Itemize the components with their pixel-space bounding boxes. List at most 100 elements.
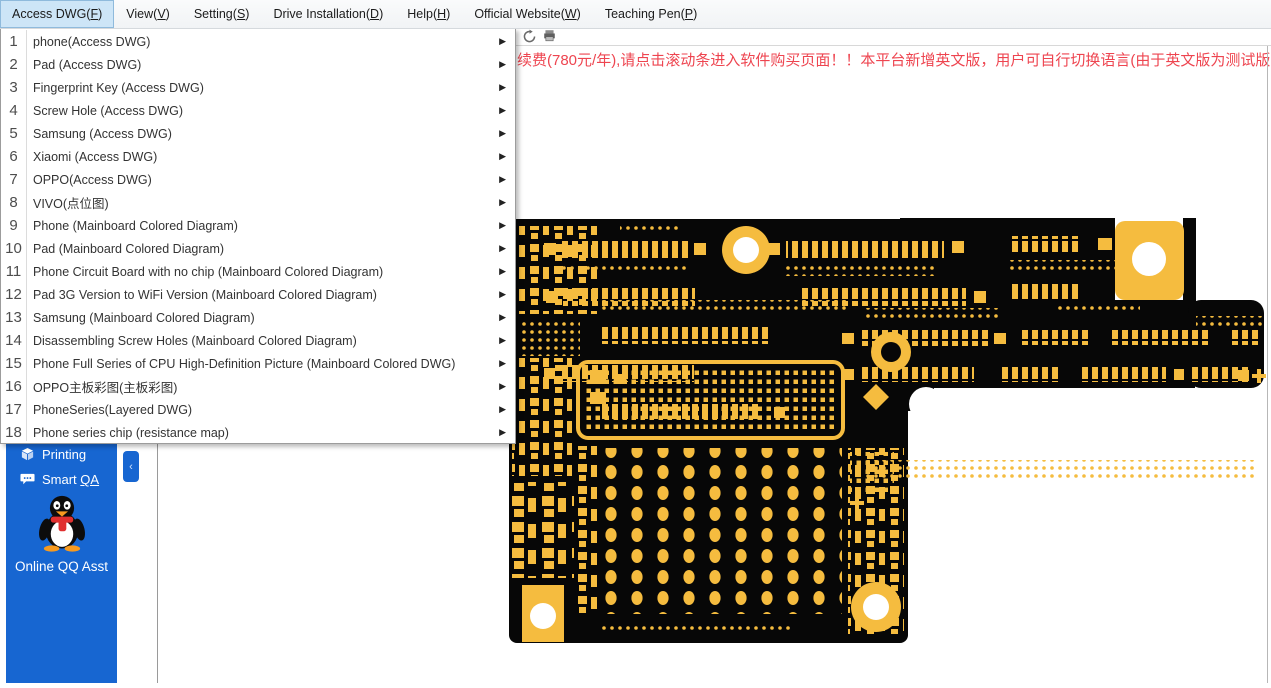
renewal-notice-text: 续费(780元/年),请点击滚动条进入软件购买页面！！本平台新增英文版，用户可自… xyxy=(517,52,1271,69)
menu-item-label: Pad 3G Version to WiFi Version (Mainboar… xyxy=(33,287,377,302)
submenu-arrow-icon: ▶ xyxy=(499,128,506,138)
menu-item-label: Phone Circuit Board with no chip (Mainbo… xyxy=(33,264,384,279)
menu-item-number: 17 xyxy=(5,401,22,418)
menu-item-label: Fingerprint Key (Access DWG) xyxy=(33,80,204,95)
submenu-arrow-icon: ▶ xyxy=(499,105,506,115)
sidebar-item-smart-qa[interactable]: Smart QA xyxy=(6,466,117,491)
menu-item-label: Phone Full Series of CPU High-Definition… xyxy=(33,356,456,371)
menu-item-number: 7 xyxy=(9,171,18,188)
submenu-arrow-icon: ▶ xyxy=(499,381,506,391)
menu-item-number: 11 xyxy=(5,263,22,280)
menubar-item[interactable]: Setting(S) xyxy=(193,7,250,21)
menu-item[interactable]: 3 Fingerprint Key (Access DWG) ▶ xyxy=(1,76,515,99)
menu-item[interactable]: 12 Pad 3G Version to WiFi Version (Mainb… xyxy=(1,283,515,306)
menu-item[interactable]: 18 Phone series chip (resistance map) ▶ xyxy=(1,421,515,444)
menu-item-number: 16 xyxy=(5,378,22,395)
menu-item[interactable]: 13 Samsung (Mainboard Colored Diagram) ▶ xyxy=(1,306,515,329)
menu-item-label: phone(Access DWG) xyxy=(33,34,151,49)
menu-item[interactable]: 10 Pad (Mainboard Colored Diagram) ▶ xyxy=(1,237,515,260)
menu-item[interactable]: 9 Phone (Mainboard Colored Diagram) ▶ xyxy=(1,214,515,237)
chat-icon xyxy=(20,473,35,485)
menu-item-number: 9 xyxy=(9,217,18,234)
menu-item-number: 1 xyxy=(9,33,18,50)
sidebar-item-label: Smart QA xyxy=(42,472,100,487)
menu-item[interactable]: 16 OPPO主板彩图(主板彩图) ▶ xyxy=(1,375,515,398)
sidebar-collapse-button[interactable]: ‹ xyxy=(123,451,139,482)
menu-item-number: 8 xyxy=(9,194,18,211)
menu-item-label: Samsung (Access DWG) xyxy=(33,126,172,141)
menu-item[interactable]: 14 Disassembling Screw Holes (Mainboard … xyxy=(1,329,515,352)
menu-bar: Access DWG(F) View(V) Setting(S) Drive Inst… xyxy=(0,0,1271,29)
menu-item[interactable]: 8 VIVO(点位图) ▶ xyxy=(1,191,515,214)
submenu-arrow-icon: ▶ xyxy=(499,358,506,368)
menu-item-label: Pad (Access DWG) xyxy=(33,57,142,72)
menu-item-label: Samsung (Mainboard Colored Diagram) xyxy=(33,310,255,325)
sidebar-item-label: Printing xyxy=(42,447,87,462)
print-icon[interactable] xyxy=(543,29,558,44)
menu-item[interactable]: 17 PhoneSeries(Layered DWG) ▶ xyxy=(1,398,515,421)
menu-item-label: Phone (Mainboard Colored Diagram) xyxy=(33,218,238,233)
menu-item-number: 15 xyxy=(5,355,22,372)
menubar-item[interactable]: View(V) xyxy=(126,7,170,21)
menu-item-label: Pad (Mainboard Colored Diagram) xyxy=(33,241,225,256)
submenu-arrow-icon: ▶ xyxy=(499,36,506,46)
menubar-item[interactable]: Official Website(W) xyxy=(474,7,581,21)
printing-icon xyxy=(21,447,34,461)
qq-assistant-label: Online QQ Asst xyxy=(14,559,109,574)
menu-item-number: 5 xyxy=(9,125,18,142)
menubar-item[interactable]: Drive Installation(D) xyxy=(273,7,384,21)
toolbar xyxy=(516,28,1271,46)
submenu-arrow-icon: ▶ xyxy=(499,335,506,345)
menu-item-label: PhoneSeries(Layered DWG) xyxy=(33,402,193,417)
menu-item-number: 14 xyxy=(5,332,22,349)
menu-item-label: VIVO(点位图) xyxy=(33,197,109,211)
submenu-arrow-icon: ▶ xyxy=(499,220,506,230)
submenu-arrow-icon: ▶ xyxy=(499,174,506,184)
menu-item[interactable]: 5 Samsung (Access DWG) ▶ xyxy=(1,122,515,145)
menu-item[interactable]: 4 Screw Hole (Access DWG) ▶ xyxy=(1,99,515,122)
menu-item-number: 10 xyxy=(5,240,22,257)
menu-item[interactable]: 11 Phone Circuit Board with no chip (Mai… xyxy=(1,260,515,283)
sidebar-item-printing[interactable]: Printing xyxy=(6,441,117,466)
menu-item-label: Disassembling Screw Holes (Mainboard Col… xyxy=(33,333,357,348)
submenu-arrow-icon: ▶ xyxy=(499,427,506,437)
submenu-arrow-icon: ▶ xyxy=(499,59,506,69)
menu-item-label: OPPO(Access DWG) xyxy=(33,172,152,187)
submenu-arrow-icon: ▶ xyxy=(499,151,506,161)
menu-gutter-line xyxy=(26,30,27,441)
submenu-arrow-icon: ▶ xyxy=(499,404,506,414)
menu-item-number: 12 xyxy=(5,286,22,303)
qq-penguin-logo xyxy=(38,495,85,552)
menu-item-label: Phone series chip (resistance map) xyxy=(33,425,229,440)
sidebar-panel: Printing Smart QA Online QQ Asst xyxy=(6,441,117,683)
content-divider xyxy=(157,444,158,683)
menu-item-number: 13 xyxy=(5,309,22,326)
submenu-arrow-icon: ▶ xyxy=(499,266,506,276)
menu-item-number: 3 xyxy=(9,79,18,96)
access-dwg-menu: 1 phone(Access DWG) ▶ 2 Pad (Access DWG)… xyxy=(0,28,516,444)
menu-item-label: Screw Hole (Access DWG) xyxy=(33,103,184,118)
refresh-icon[interactable] xyxy=(522,29,537,44)
right-edge-divider xyxy=(1267,46,1268,683)
menu-item-number: 2 xyxy=(9,56,18,73)
menu-item[interactable]: 2 Pad (Access DWG) ▶ xyxy=(1,53,515,76)
menu-item-number: 4 xyxy=(9,102,18,119)
menu-item-label: Xiaomi (Access DWG) xyxy=(33,149,158,164)
submenu-arrow-icon: ▶ xyxy=(499,289,506,299)
menu-item[interactable]: 6 Xiaomi (Access DWG) ▶ xyxy=(1,145,515,168)
menubar-item[interactable]: Teaching Pen(P) xyxy=(604,7,698,21)
menubar-item[interactable]: Access DWG(F) xyxy=(0,0,115,28)
submenu-arrow-icon: ▶ xyxy=(499,312,506,322)
submenu-arrow-icon: ▶ xyxy=(499,197,506,207)
chevron-left-icon: ‹ xyxy=(129,460,133,473)
menu-item[interactable]: 15 Phone Full Series of CPU High-Definit… xyxy=(1,352,515,375)
menubar-item[interactable]: Help(H) xyxy=(407,7,451,21)
menu-item[interactable]: 7 OPPO(Access DWG) ▶ xyxy=(1,168,515,191)
menu-item-label: OPPO主板彩图(主板彩图) xyxy=(33,381,178,395)
menu-item-number: 6 xyxy=(9,148,18,165)
qq-assistant[interactable]: Online QQ Asst xyxy=(6,495,117,574)
menu-item-number: 18 xyxy=(5,424,22,441)
menu-item[interactable]: 1 phone(Access DWG) ▶ xyxy=(1,30,515,53)
